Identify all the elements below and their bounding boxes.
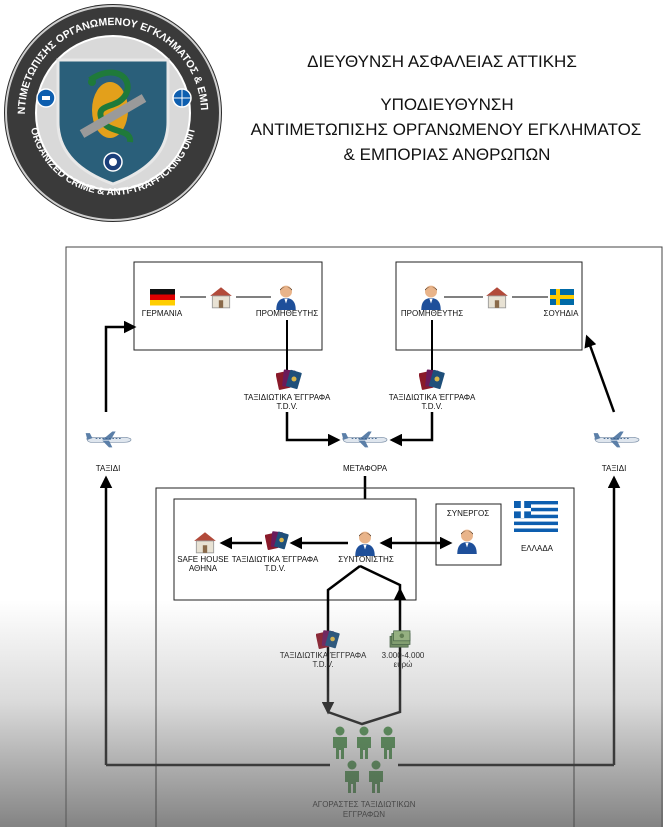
travel-docs-safehouse-label: ΤΑΞΙΔΙΩΤΙΚΑ ΈΓΓΡΑΦΑ: [232, 555, 319, 564]
emblem-globe-icon: [172, 88, 192, 108]
transport-label: ΜΕΤΑΦΟΡΑ: [343, 464, 388, 473]
trip-right-to-sweden-arrow: [584, 334, 616, 413]
emblem-police-badge-icon: [103, 152, 123, 172]
greece-label: ΕΛΛΑΔΑ: [521, 544, 554, 553]
coordinator-box: [173, 498, 417, 601]
greece-flag-icon: [514, 501, 558, 532]
tdv-safehouse-label: Τ.D.V.: [264, 564, 285, 573]
supplier-right-label: ΠΡΟΜΗΘΕΥΤΗΣ: [401, 309, 463, 318]
travel-docs-buyers-label: ΤΑΞΙΔΙΩΤΙΚΑ ΈΓΓΡΑΦΑ: [280, 651, 367, 660]
price-label: 3.000-4.000: [382, 651, 425, 660]
germany-label: ΓΕΡΜΑΝΙΑ: [142, 309, 183, 318]
trip-left-plane-icon: [85, 431, 132, 448]
sweden-label: ΣΟΥΗΔΙΑ: [544, 309, 580, 318]
trip-right-label: ΤΑΞΙΔΙ: [602, 464, 627, 473]
buyers-group-icon: [333, 726, 395, 793]
emblem-serpent-icon: [79, 69, 147, 143]
safehouse-label-1: SAFE HOUSE: [177, 555, 229, 564]
directorate-title: ΔΙΕΥΘΥΝΣΗ ΑΣΦΑΛΕΙΑΣ ΑΤΤΙΚΗΣ: [307, 52, 577, 71]
travel-docs-right-label: ΤΑΞΙΔΙΩΤΙΚΑ ΈΓΓΡΑΦΑ: [389, 393, 476, 402]
diagram-outer-frame: [65, 246, 663, 827]
supplier-left-label: ΠΡΟΜΗΘΕΥΤΗΣ: [256, 309, 318, 318]
subdirectorate-name-line2: & ΕΜΠΟΡΙΑΣ ΑΝΘΡΩΠΩΝ: [343, 145, 551, 164]
tdv-right-label: Τ.D.V.: [421, 402, 442, 411]
buyers-label-1: ΑΓΟΡΑΣΤΕΣ ΤΑΞΙΔΙΩΤΙΚΩΝ: [312, 800, 415, 809]
docs-left-to-transport-arrow: [285, 412, 341, 447]
tdv-left-label: Τ.D.V.: [276, 402, 297, 411]
tdv-buyers-label: Τ.D.V.: [312, 660, 333, 669]
sweden-flag-icon: [550, 289, 574, 305]
safehouse-label-2: ΑΘΗΝΑ: [189, 564, 218, 573]
passports-buyers-icon: [316, 630, 340, 650]
travel-docs-left-label: ΤΑΞΙΔΙΩΤΙΚΑ ΈΓΓΡΑΦΑ: [244, 393, 331, 402]
trip-right-plane-icon: [593, 431, 640, 448]
subdirectorate-name-line1: ΑΝΤΙΜΕΤΩΠΙΣΗΣ ΟΡΓΑΝΩΜΕΝΟΥ ΕΓΚΛΗΜΑΤΟΣ: [250, 120, 642, 139]
germany-flag-icon: [150, 289, 175, 306]
subdirectorate-title: ΥΠΟΔΙΕΥΘΥΝΣΗ: [380, 95, 514, 114]
trip-left-label: ΤΑΞΙΔΙ: [96, 464, 121, 473]
accomplice-label: ΣΥΝΕΡΓΟΣ: [447, 509, 489, 518]
coordinator-label: ΣΥΝΤΟΝΙΣΤΗΣ: [338, 555, 394, 564]
passports-right-icon: [419, 369, 445, 391]
passports-left-icon: [276, 369, 302, 391]
buyers-label-2: ΕΓΓΡΑΦΩΝ: [343, 810, 385, 819]
unit-emblem: ΥΠΟΔΙΕΥΘΥΝΣΗ ΑΝΤΙΜΕΤΩΠΙΣΗΣ ΟΡΓΑΝΩΜΕΝΟΥ Ε…: [2, 2, 222, 222]
trip-left-to-germany-arrow: [104, 320, 137, 412]
currency-label: ευρώ: [394, 660, 413, 669]
docs-right-to-transport-arrow: [389, 412, 434, 447]
emblem-greek-flag-icon: [36, 88, 56, 108]
transport-plane-icon: [341, 431, 388, 448]
money-icon: [389, 630, 411, 648]
